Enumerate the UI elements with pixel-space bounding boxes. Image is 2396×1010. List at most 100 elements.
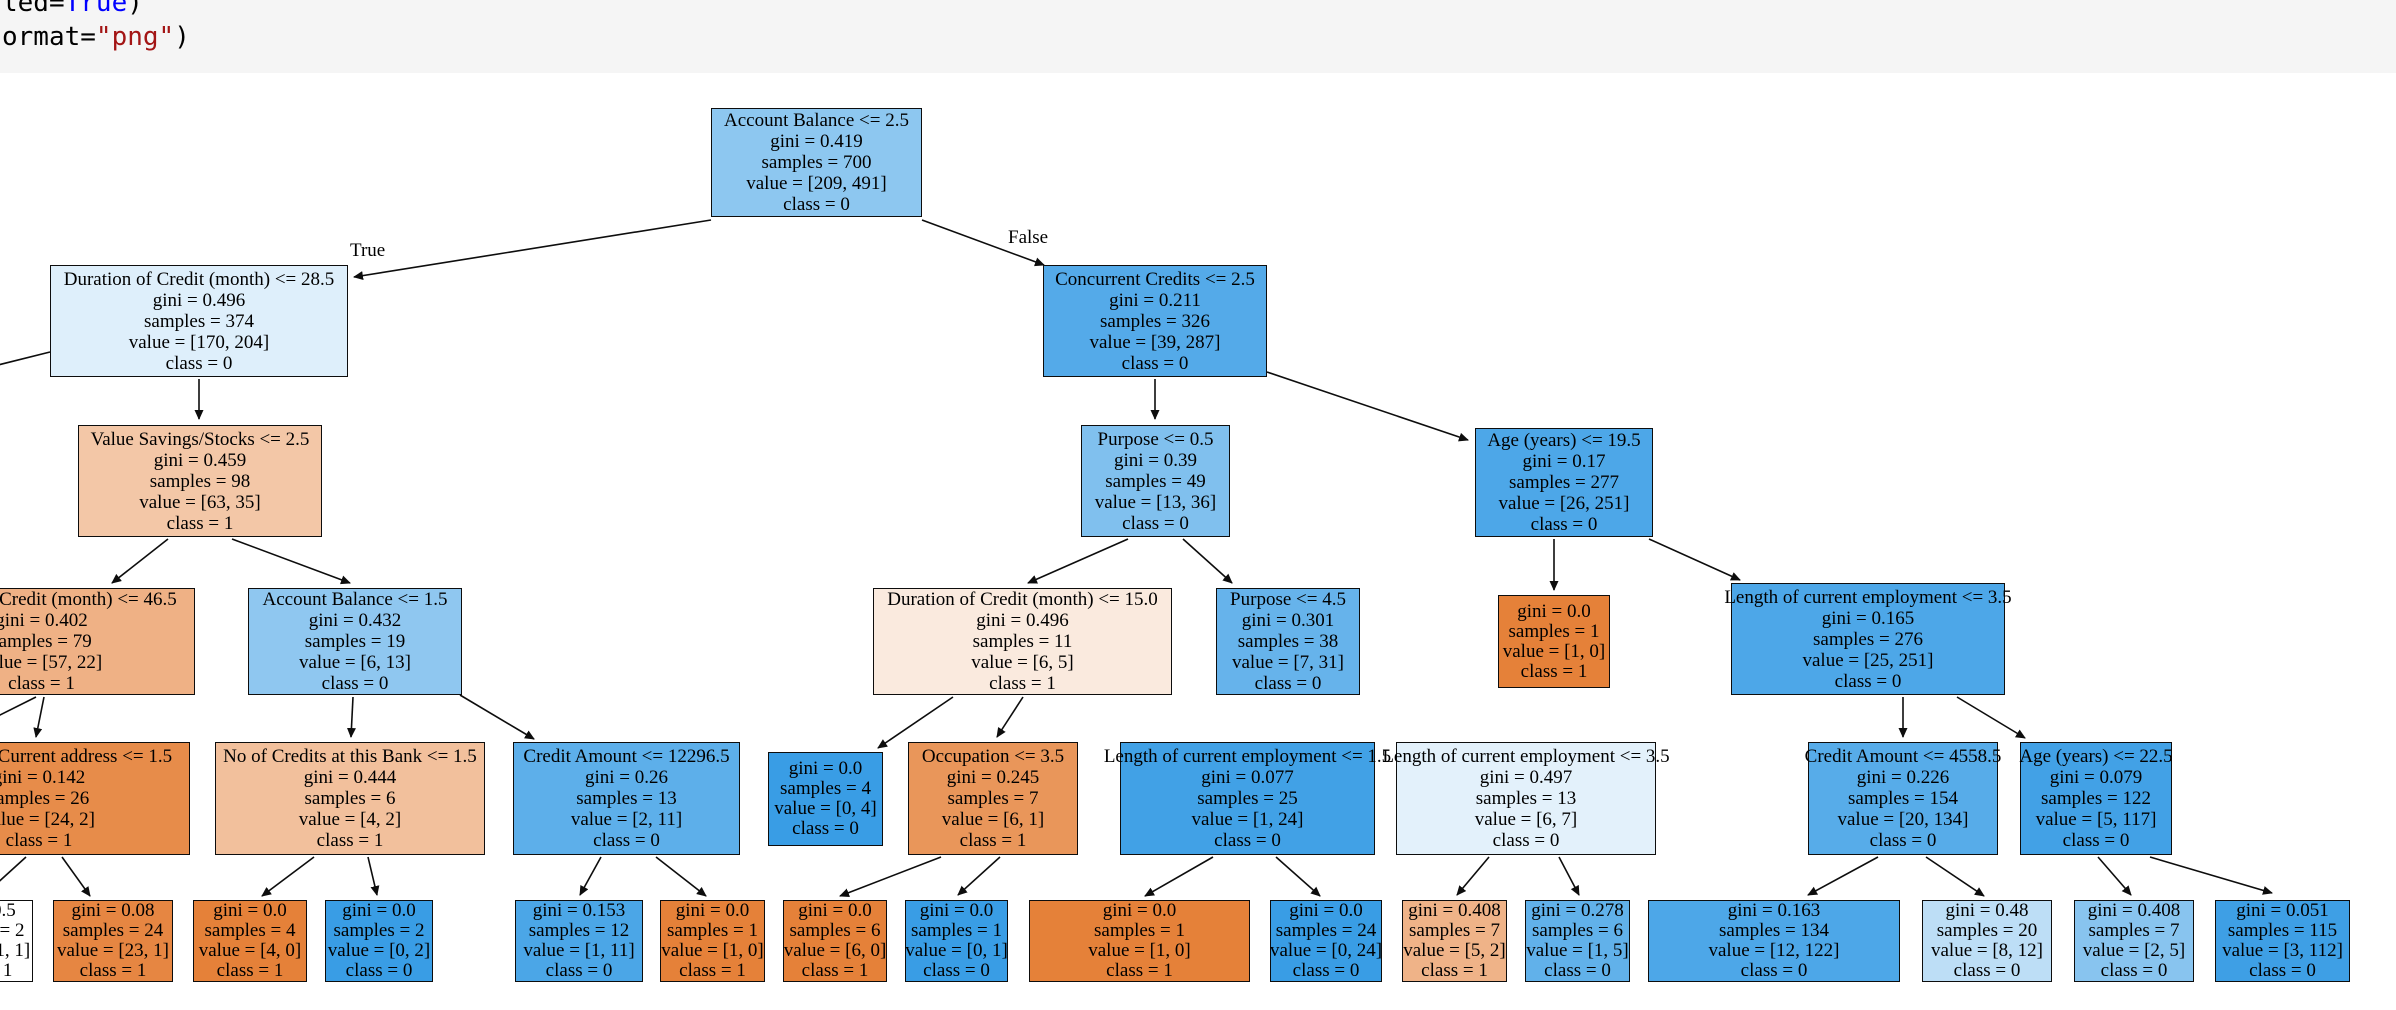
tree-node-text: gini = 0.211 (1109, 289, 1201, 311)
tree-edge (655, 856, 707, 897)
tree-node-text: class = 0 (1869, 830, 1937, 851)
tree-node-text: class = 0 (1953, 960, 2021, 981)
tree-node-text: class = 1 (5, 830, 73, 851)
tree-node-text: gini = 0.163 (1727, 900, 1821, 921)
tree-node-text: value = [0, 4] (774, 798, 877, 819)
tree-node-text: samples = 6 (1532, 920, 1623, 941)
tree-node-text: gini = 0.0 (1517, 600, 1591, 622)
tree-node-text: samples = 2 (0, 920, 25, 941)
tree-node-text: value = [24, 2] (0, 809, 95, 830)
tree-node-text: value = [57, 22] (0, 652, 103, 673)
tree-node-text: samples = 134 (1719, 920, 1829, 941)
tree-node-text: samples = 79 (0, 631, 92, 652)
tree-edge (61, 856, 91, 897)
tree-node-text: gini = 0.402 (0, 610, 88, 631)
tree-node-text: samples = 19 (304, 631, 406, 652)
tree-node-text: value = [5, 2] (1403, 940, 1506, 961)
tree-node-text: class = 1 (79, 960, 147, 981)
tree-node-text: class = 0 (1292, 960, 1360, 981)
tree-node-text: samples = 7 (1409, 920, 1500, 941)
tree-node-text: Duration in Current address <= 1.5 (0, 746, 173, 767)
tree-node-text: Duration of Credit (month) <= 15.0 (887, 589, 1158, 610)
tree-node-text: gini = 0.0 (1102, 900, 1177, 921)
tree-node-text: samples = 24 (62, 920, 164, 941)
notebook-code-cell[interactable]: led=True) ormat="png") (0, 0, 2396, 73)
tree-node-text: class = 0 (1122, 512, 1189, 534)
tree-node-text: Duration of Credit (month) <= 28.5 (63, 268, 335, 290)
tree-node-text: samples = 12 (528, 920, 630, 941)
tree-node-text: value = [5, 117] (2035, 809, 2157, 830)
code-token: ormat= (2, 22, 96, 52)
tree-node-text: samples = 700 (761, 152, 872, 173)
tree-node-text: class = 1 (959, 830, 1027, 851)
tree-node-text: samples = 115 (2227, 920, 2338, 941)
tree-node-text: gini = 0.5 (0, 900, 16, 921)
tree-edge (1558, 856, 1580, 896)
tree-edge (1648, 538, 1741, 581)
tree-node-text: value = [209, 491] (746, 173, 887, 194)
tree-node-text: class = 0 (545, 960, 613, 981)
tree-node-text: gini = 0.245 (946, 767, 1040, 788)
code-line[interactable]: ormat="png") (2, 22, 190, 52)
code-line[interactable]: led=True) (2, 0, 143, 18)
tree-node-text: value = [25, 251] (1802, 649, 1934, 671)
tree-node-text: class = 0 (1214, 830, 1281, 851)
code-token: ) (127, 0, 143, 18)
tree-node-text: value = [0, 24] (1270, 940, 1383, 961)
tree-node-text: class = 0 (2249, 960, 2316, 981)
tree-edge (231, 538, 351, 585)
tree-node-text: value = [1, 11] (523, 940, 635, 961)
tree-node-text: gini = 0.077 (1201, 767, 1294, 788)
tree-node-text: value = [1, 0] (661, 940, 764, 961)
tree-node-text: class = 0 (792, 818, 859, 839)
tree-node-text: samples = 1 (1508, 620, 1600, 642)
tree-node-text: samples = 7 (2088, 920, 2180, 941)
tree-node-text: value = [4, 2] (298, 809, 402, 830)
tree-edge (877, 696, 954, 749)
tree-node-text: Purpose <= 4.5 (1230, 589, 1346, 610)
tree-node-text: samples = 122 (2041, 788, 2151, 809)
tree-node-text: value = [12, 122] (1708, 940, 1840, 961)
tree-edge (996, 696, 1024, 738)
tree-node-text: gini = 0.26 (584, 767, 669, 788)
tree-edge (839, 856, 942, 897)
tree-node-text: value = [20, 134] (1837, 809, 1969, 830)
tree-node-text: samples = 13 (576, 788, 677, 809)
tree-edge (1956, 696, 2026, 739)
tree-node-text: class = 0 (1492, 830, 1560, 851)
tree-node-text: samples = 20 (1936, 920, 2038, 941)
tree-node-text: Value Savings/Stocks <= 2.5 (90, 428, 310, 450)
tree-node-text: class = 1 (316, 830, 384, 851)
tree-node-text: gini = 0.432 (308, 610, 402, 631)
tree-node-text: Duration of Credit (month) <= 46.5 (0, 589, 177, 610)
tree-node-text: class = 1 (2, 960, 13, 981)
tree-node-text: samples = 98 (149, 470, 251, 492)
tree-node-text: class = 0 (1834, 670, 1902, 692)
tree-node-text: gini = 0.0 (919, 900, 994, 921)
tree-node-text: gini = 0.165 (1821, 607, 1915, 629)
tree-node-text: Occupation <= 3.5 (921, 746, 1065, 767)
tree-edge (1925, 856, 1985, 897)
